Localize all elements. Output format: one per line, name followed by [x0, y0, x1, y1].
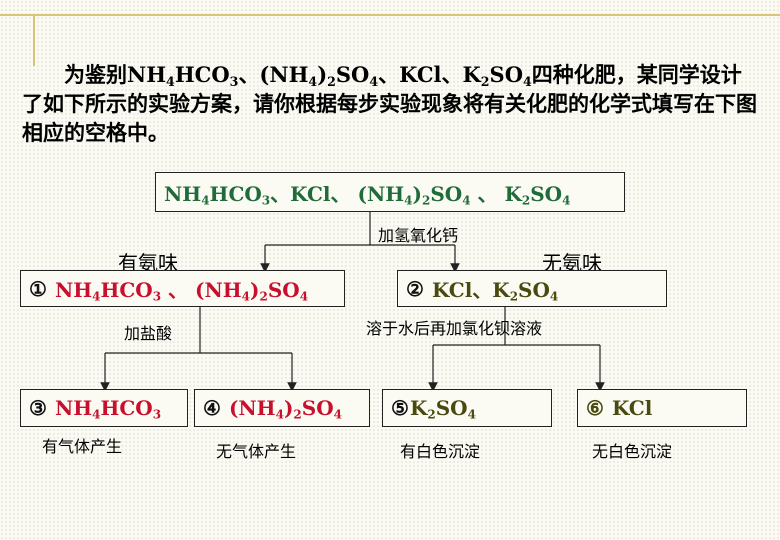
answer-number-3: ③ — [29, 396, 47, 420]
answer-box-2[interactable]: ② KCl、K2SO4 — [397, 270, 667, 307]
reagent-barium-chloride: 溶于水后再加氯化钡溶液 — [366, 319, 543, 338]
decorative-left-rule — [33, 14, 35, 66]
answer-box-5[interactable]: ⑤ K2SO4 — [382, 389, 552, 427]
top-formula: NH4HCO3、KCl、 (NH4)2SO4 、 K2SO4 — [164, 181, 571, 208]
answer-box-6[interactable]: ⑥ KCl — [577, 389, 747, 427]
reagent-calcium-hydroxide: 加氢氧化钙 — [378, 226, 459, 245]
answer-formula-2: KCl、K2SO4 — [431, 278, 559, 304]
answer-formula-4: (NH4)2SO4 — [228, 396, 342, 422]
answer-number-6: ⑥ — [586, 396, 604, 420]
answer-formula-3: NH4HCO3 — [54, 396, 162, 422]
answer-number-1: ① — [29, 276, 47, 301]
answer-formula-1: NH4HCO3 、 (NH4)2SO4 — [54, 278, 309, 304]
decorative-top-rule — [0, 14, 780, 16]
observation-6: 无白色沉淀 — [592, 442, 673, 461]
answer-box-4[interactable]: ④ (NH4)2SO4 — [194, 389, 370, 427]
top-mixture-box: NH4HCO3、KCl、 (NH4)2SO4 、 K2SO4 — [155, 172, 625, 212]
problem-text: 为鉴别NH4HCO3、(NH4)2SO4、KCl、K2SO4四种化肥，某同学设计… — [22, 62, 757, 145]
answer-box-3[interactable]: ③ NH4HCO3 — [20, 389, 188, 427]
answer-formula-5: K2SO4 — [409, 396, 476, 422]
problem-statement: 为鉴别NH4HCO3、(NH4)2SO4、KCl、K2SO4四种化肥，某同学设计… — [22, 60, 758, 147]
answer-box-1[interactable]: ① NH4HCO3 、 (NH4)2SO4 — [20, 270, 345, 307]
answer-formula-6: KCl — [611, 396, 653, 420]
answer-number-5: ⑤ — [391, 396, 409, 420]
observation-5: 有白色沉淀 — [400, 442, 481, 461]
answer-number-2: ② — [406, 276, 424, 301]
answer-number-4: ④ — [203, 396, 221, 420]
reagent-hydrochloric-acid: 加盐酸 — [124, 324, 173, 343]
observation-3: 有气体产生 — [42, 437, 123, 456]
observation-4: 无气体产生 — [216, 442, 297, 461]
